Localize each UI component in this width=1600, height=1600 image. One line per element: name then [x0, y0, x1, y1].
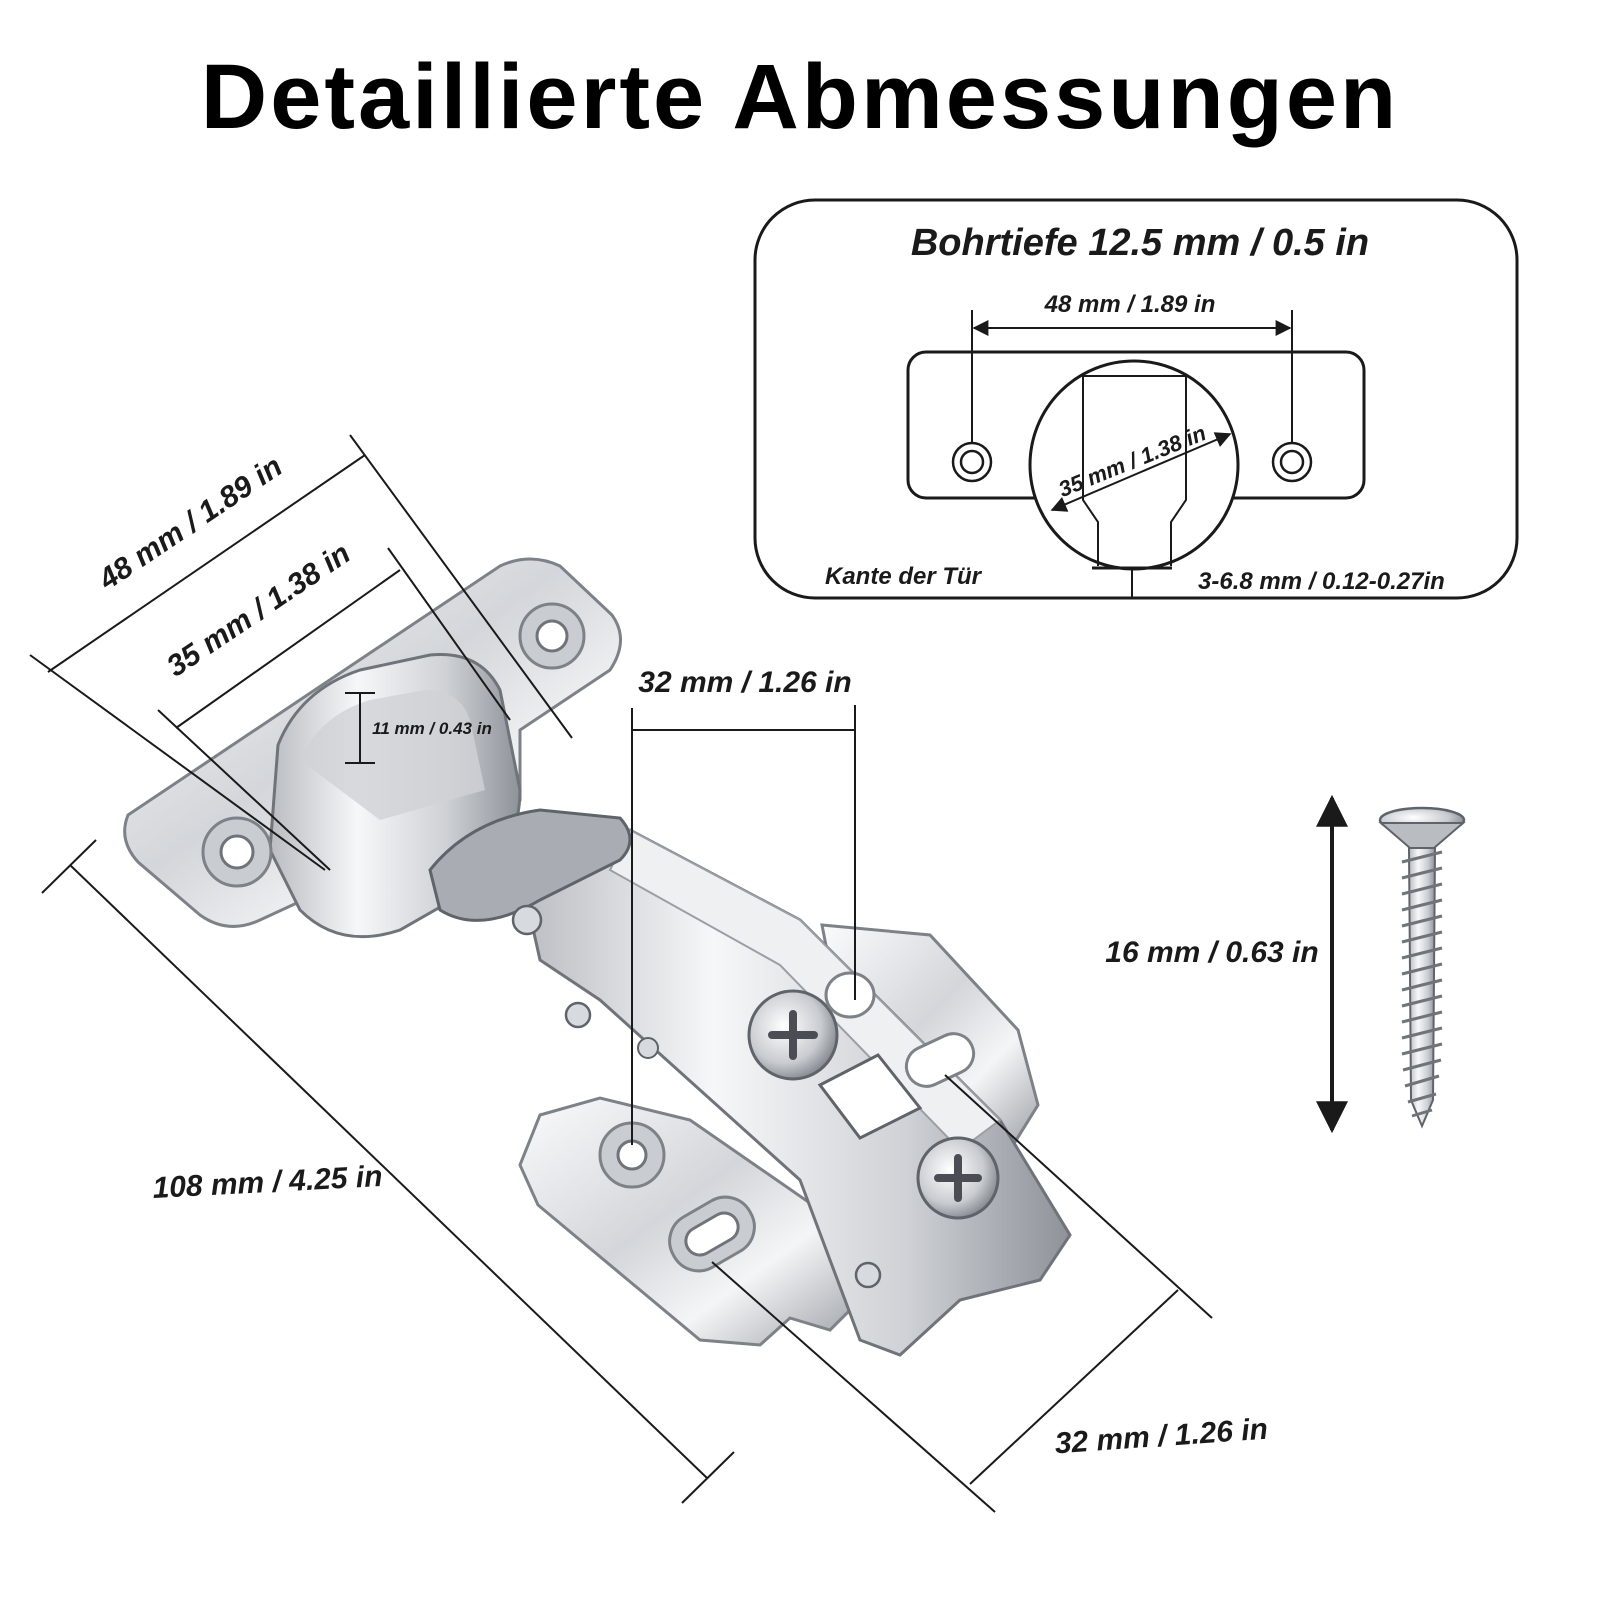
- flange-hole-right-icon: [518, 602, 586, 670]
- page-title: Detaillierte Abmessungen: [201, 46, 1399, 148]
- length-label: 108 mm / 4.25 in: [152, 1160, 384, 1205]
- width-cup-extension-left: [157, 709, 331, 871]
- inset-heading: Bohrtiefe 12.5 mm / 0.5 in: [911, 222, 1369, 264]
- plate-width-label: 32 mm / 1.26 in: [1054, 1413, 1269, 1461]
- arm-rivet-bottom-icon: [854, 1261, 882, 1289]
- flange-hole-left-icon: [201, 816, 273, 888]
- adjustment-screw-top-icon: [747, 989, 839, 1081]
- width-cup-extension-right: [387, 547, 511, 721]
- arm-top-label: 32 mm / 1.26 in: [638, 666, 851, 699]
- plate-width-extension-bottom: [711, 1261, 996, 1513]
- cup-depth-label: 11 mm / 0.43 in: [372, 719, 492, 738]
- hinge-knuckle: [428, 808, 632, 922]
- arm-rivet-icon: [564, 1001, 592, 1029]
- screw-countersink: [1378, 822, 1466, 849]
- adjustment-screw-bottom-icon: [916, 1136, 1000, 1220]
- arm-adjustment-slot: [817, 1053, 923, 1140]
- door-edge-label: Kante der Tür: [825, 563, 983, 590]
- screw-length-label: 16 mm / 0.63 in: [1105, 936, 1318, 969]
- plate-width-extension-top: [944, 1074, 1213, 1319]
- rear-plate-hole-icon: [824, 971, 876, 1019]
- width-outer-extension-right: [349, 434, 573, 739]
- cup-diameter-arrow: [1050, 432, 1232, 512]
- hinge-illustration: [123, 557, 1072, 1357]
- base-plate-hole-icon: [598, 1121, 666, 1189]
- width-cup-dimension-line: [175, 569, 401, 729]
- length-tick-top: [41, 839, 97, 894]
- plate-width-dimension-line: [969, 1289, 1179, 1485]
- screw-shank: [1407, 847, 1437, 1129]
- length-tick-bottom: [681, 1451, 735, 1504]
- edge-distance-label: 3-6.8 mm / 0.12-0.27in: [1198, 568, 1445, 595]
- width-outer-extension-left: [29, 654, 326, 871]
- right-screw-hole-icon: [1271, 441, 1313, 483]
- hole-spacing-label: 48 mm / 1.89 in: [1044, 291, 1216, 318]
- drilling-inset: Bohrtiefe 12.5 mm / 0.5 in 48 mm / 1.89 …: [753, 198, 1519, 600]
- screw-thread: [1401, 850, 1443, 1118]
- width-cup-label: 35 mm / 1.38 in: [161, 537, 356, 684]
- cup-depth-dimension: [345, 692, 375, 764]
- cup-inner-shadow: [300, 690, 485, 820]
- arm-rivet-lower-icon: [637, 1037, 659, 1059]
- length-dimension-line: [69, 864, 708, 1479]
- width-outer-dimension-line: [47, 454, 366, 673]
- base-plate-slot-icon: [668, 1195, 756, 1273]
- wood-screw-illustration: 16 mm / 0.63 in: [1105, 794, 1466, 1134]
- knuckle-pin-icon: [511, 904, 543, 936]
- left-screw-hole-icon: [951, 441, 993, 483]
